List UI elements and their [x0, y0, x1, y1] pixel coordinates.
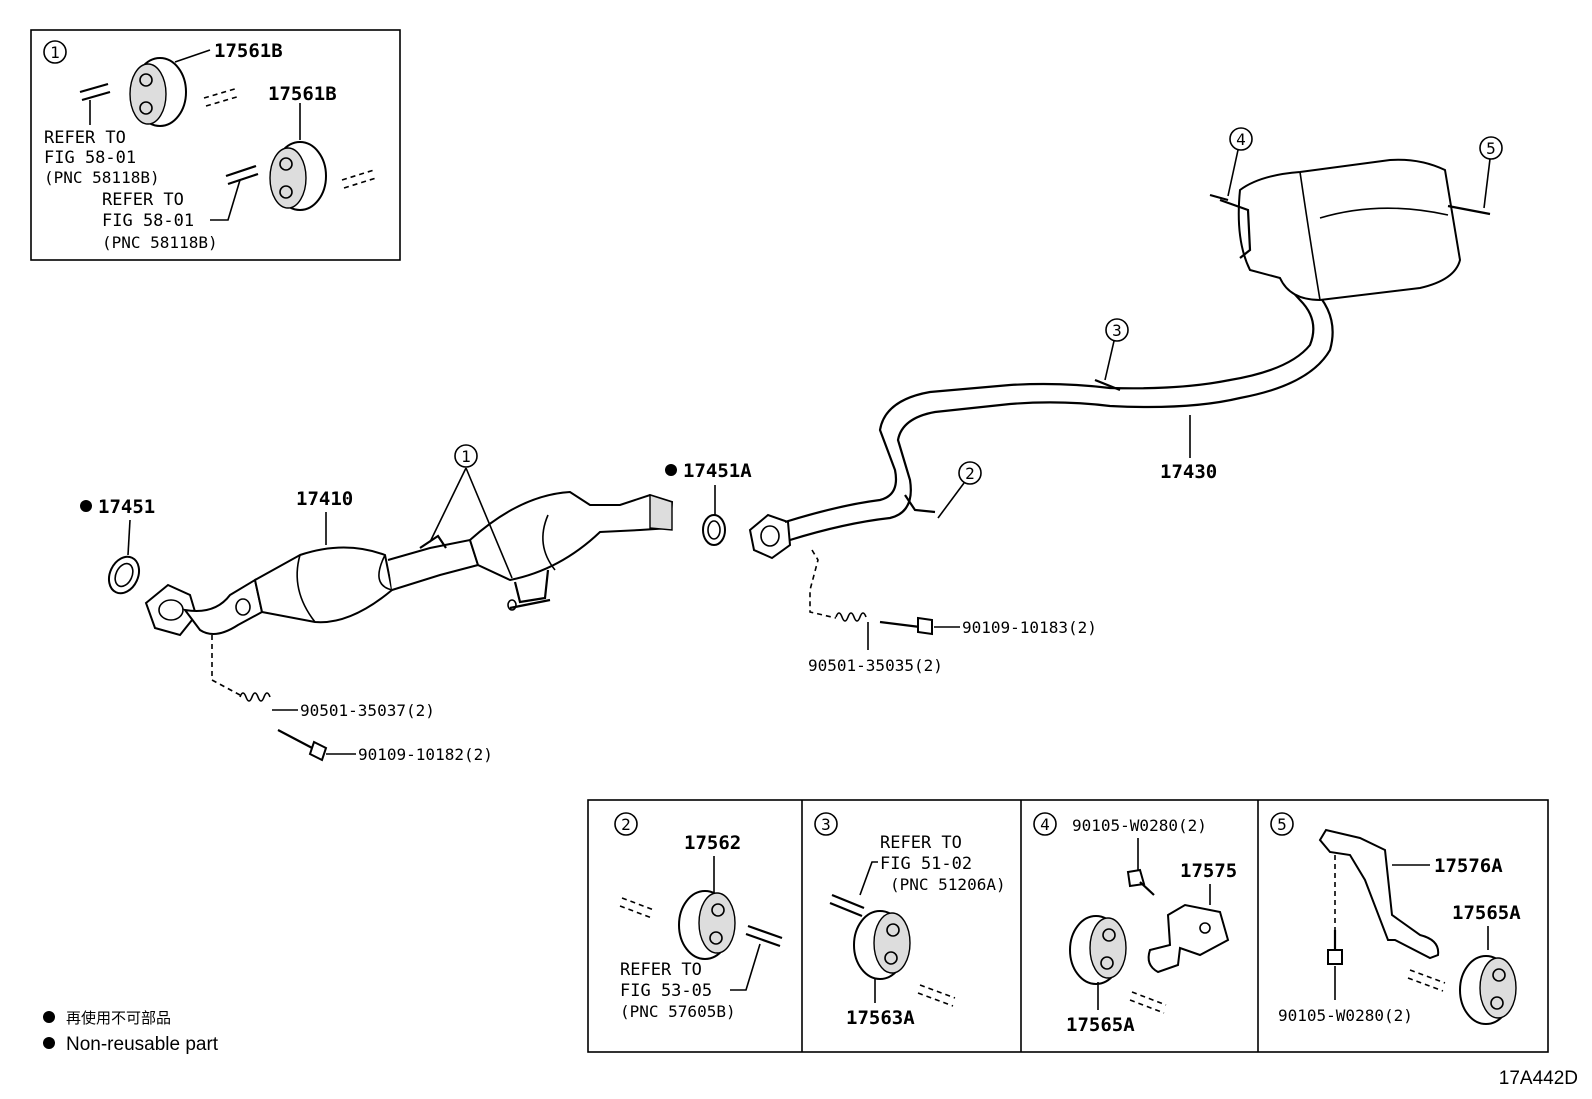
- non-reusable-dot-icon: [43, 1011, 55, 1023]
- callout-5: 5: [1486, 139, 1496, 158]
- inset-4: 4 90105-W0280(2) 17575 17565A: [1033, 812, 1237, 1036]
- callout-1: 1: [461, 447, 471, 466]
- gasket-ring-icon: [107, 555, 141, 595]
- tail-pipe: 17430: [748, 158, 1491, 560]
- gasket-ring-icon: [702, 514, 726, 546]
- inset-1-number-circle: [43, 40, 67, 64]
- inset-3-part: 17563A: [846, 1007, 915, 1029]
- bolt-icon: [879, 616, 933, 636]
- inset-2: 2 17562 REFER TO FIG 53-05 (PNC 57605B): [614, 812, 783, 1021]
- inset-1-number: 1: [50, 43, 60, 62]
- muffler-body: [1237, 158, 1462, 302]
- bracket-icon: [1318, 828, 1440, 960]
- inset-1-ref-b-line3: (PNC 58118B): [102, 233, 218, 252]
- inset-3-ref-line1: REFER TO: [880, 833, 962, 853]
- bolt-icon: [277, 729, 328, 762]
- callout-4-circle: [1229, 127, 1253, 151]
- bolt-icon: [1327, 930, 1343, 965]
- flange-icon: [748, 513, 792, 560]
- inset-1-ref-b-line2: FIG 58-01: [102, 211, 194, 231]
- non-reusable-dot-icon: [665, 464, 677, 476]
- inset-2-part: 17562: [684, 832, 741, 854]
- inset-2-number: 2: [621, 815, 631, 834]
- gasket-front: 17451: [80, 496, 155, 595]
- inset-3: 3 REFER TO FIG 51-02 (PNC 51206A) 17563A: [814, 812, 1006, 1029]
- gasket-mid: 17451A: [665, 460, 752, 546]
- inset-5-bracket: 17576A: [1434, 855, 1503, 877]
- inset-1-ref-a-line2: FIG 58-01: [44, 148, 136, 168]
- bolt-rear-label: 90109-10183(2): [962, 618, 1097, 637]
- inset-2-ref-line3: (PNC 57605B): [620, 1002, 736, 1021]
- rubber-hanger-icon: [129, 57, 187, 127]
- inset-5-bolt: 90105-W0280(2): [1278, 1006, 1413, 1025]
- inset-3-ref-line3: (PNC 51206A): [890, 875, 1006, 894]
- callout-5-circle: [1479, 136, 1503, 160]
- rubber-hanger-icon: [1069, 915, 1127, 985]
- callout-2: 2: [965, 464, 975, 483]
- converter-label: 17410: [296, 488, 353, 510]
- gasket-mid-label: 17451A: [683, 460, 752, 482]
- inset-2-ref-line1: REFER TO: [620, 960, 702, 980]
- callout-3-circle: [1105, 318, 1129, 342]
- callout-2-circle: [958, 461, 982, 485]
- inset-3-ref-line2: FIG 51-02: [880, 854, 972, 874]
- inset-3-number: 3: [821, 815, 831, 834]
- spring-rear-label: 90501-35035(2): [808, 656, 943, 675]
- legend-en: Non-reusable part: [66, 1034, 219, 1055]
- spring-front-label: 90501-35037(2): [300, 701, 435, 720]
- inset-1-ref-a-line1: REFER TO: [44, 128, 126, 148]
- callout-1-circle: [454, 444, 478, 468]
- detail-insets-frame: [587, 799, 1549, 1053]
- non-reusable-dot-icon: [43, 1037, 55, 1049]
- inset-5: 5 17576A 90105-W0280(2) 17565A: [1270, 812, 1521, 1025]
- inset-1-frame: [30, 29, 401, 261]
- non-reusable-dot-icon: [80, 500, 92, 512]
- inset-2-ref-line2: FIG 53-05: [620, 981, 712, 1001]
- inset-5-hanger: 17565A: [1452, 902, 1521, 924]
- inset-1-pipe-stub: [79, 82, 109, 94]
- legend: 再使用不可部品 Non-reusable part: [43, 1009, 219, 1055]
- inset-4-bracket: 17575: [1180, 860, 1237, 882]
- callout-4: 4: [1236, 130, 1246, 149]
- rubber-hanger-icon: [853, 910, 911, 980]
- rubber-hanger-icon: [678, 890, 736, 960]
- gasket-front-label: 17451: [98, 496, 155, 518]
- inset-4-number: 4: [1040, 815, 1050, 834]
- callout-3: 3: [1112, 321, 1122, 340]
- inset-1-ref-a-line3: (PNC 58118B): [44, 168, 160, 187]
- front-converter: 17410: [144, 488, 674, 637]
- inset-5-number: 5: [1277, 815, 1287, 834]
- spring-icon: [835, 612, 867, 622]
- legend-jp: 再使用不可部品: [66, 1009, 171, 1027]
- inset-1-part-a: 17561B: [214, 40, 283, 62]
- inset-4-bolt: 90105-W0280(2): [1072, 816, 1207, 835]
- diagram-id: 17A442D: [1499, 1068, 1578, 1089]
- inset-4-hanger: 17565A: [1066, 1014, 1135, 1036]
- inset-1-ref-b-line1: REFER TO: [102, 190, 184, 210]
- rubber-hanger-icon: [269, 141, 327, 211]
- inset-1-part-b: 17561B: [268, 83, 337, 105]
- bracket-icon: [1147, 903, 1230, 974]
- inset-1: 1 17561B 17561B REFER TO FIG: [30, 29, 401, 261]
- spring-icon: [239, 692, 271, 702]
- bolt-icon: [1126, 868, 1155, 896]
- tail-pipe-label: 17430: [1160, 461, 1217, 483]
- bolt-front-label: 90109-10182(2): [358, 745, 493, 764]
- rubber-hanger-icon: [1459, 955, 1517, 1025]
